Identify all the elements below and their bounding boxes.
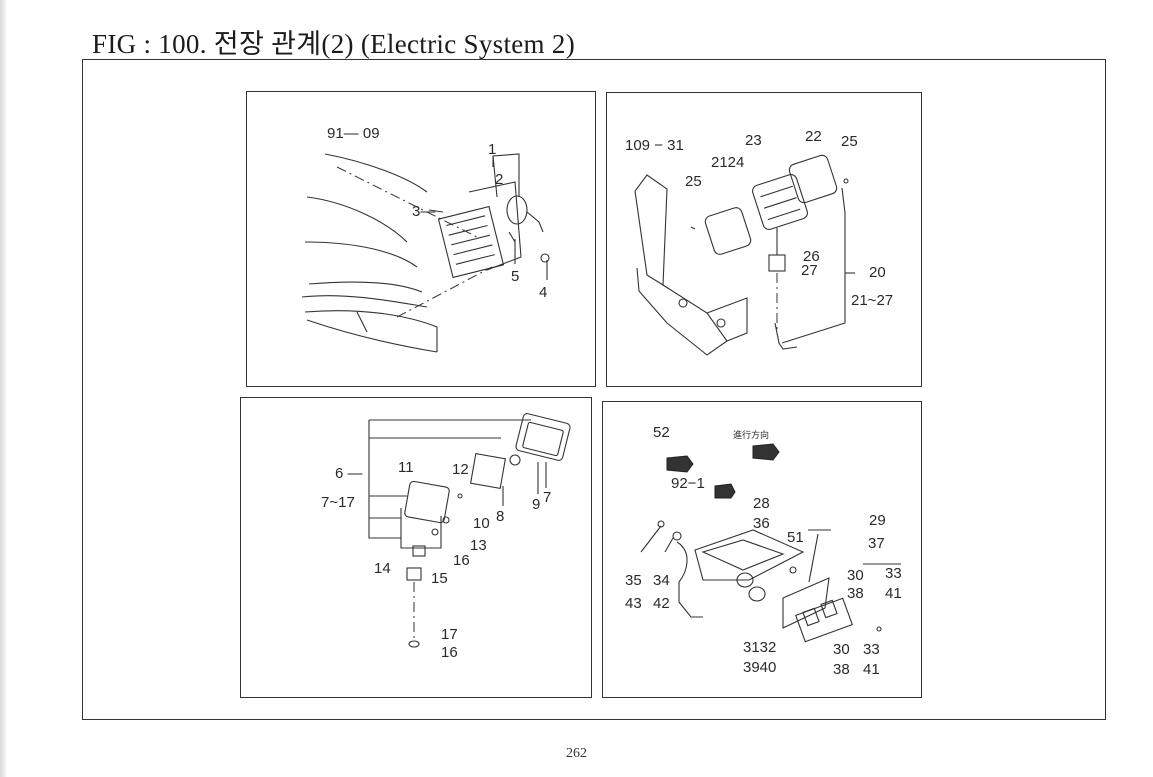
- part-label-33a: 33: [885, 565, 902, 582]
- part-label-3: 3—: [412, 203, 435, 220]
- part-label-33b: 33: [863, 641, 880, 658]
- scan-edge: [0, 0, 6, 777]
- part-label-41a: 41: [885, 585, 902, 602]
- part-label-10: 10: [473, 515, 490, 532]
- figure-frame: [82, 59, 1106, 720]
- part-label-25a: 25: [841, 133, 858, 150]
- panel-work-lamp: 109 − 31 23 22 25 2124 25 26 27 20 21~27: [606, 92, 922, 387]
- part-label-16a: 16: [453, 552, 470, 569]
- page-title: FIG : 100. 전장 관계(2) (Electric System 2): [92, 29, 575, 59]
- part-label-42: 42: [653, 595, 670, 612]
- ref-label-109-31: 109 − 31: [625, 137, 684, 154]
- part-label-8: 8: [496, 508, 504, 525]
- page-number: 262: [566, 746, 587, 761]
- panel-combination-lamp: 52 進行方向 92−1 28 36 29 51 37 30 33 38 41 …: [602, 401, 922, 698]
- part-label-37: 37: [868, 535, 885, 552]
- part-label-21-27: 21~27: [851, 292, 893, 309]
- part-label-7: 7: [543, 489, 551, 506]
- part-label-28: 28: [753, 495, 770, 512]
- part-label-35: 35: [625, 572, 642, 589]
- part-label-36: 36: [753, 515, 770, 532]
- part-label-2: 2: [495, 171, 503, 188]
- part-label-52: 52: [653, 424, 670, 441]
- part-label-30a: 30: [847, 567, 864, 584]
- part-label-13: 13: [470, 537, 487, 554]
- part-label-14: 14: [374, 560, 391, 577]
- part-label-41b: 41: [863, 661, 880, 678]
- part-label-25b: 25: [685, 173, 702, 190]
- part-label-6: 6 —: [335, 465, 363, 482]
- part-label-31-32: 3132: [743, 639, 776, 656]
- part-label-2124: 2124: [711, 154, 744, 171]
- part-label-29: 29: [869, 512, 886, 529]
- part-label-7-17: 7~17: [321, 494, 355, 511]
- part-label-9: 9: [532, 496, 540, 513]
- panel-room-lamp: 6 — 7~17 11 12 10 8 9 7 13 16 14 15 17 1…: [240, 397, 592, 698]
- part-label-27: 27: [801, 262, 818, 279]
- part-label-34: 34: [653, 572, 670, 589]
- part-label-23: 23: [745, 132, 762, 149]
- part-label-16b: 16: [441, 644, 458, 661]
- panel-headlamp: 91— 09 1 2 3— 5 4: [246, 91, 596, 387]
- part-label-51: 51: [787, 529, 804, 546]
- work-lamp-drawing: 109 − 31 23 22 25 2124 25 26 27 20 21~27: [625, 128, 893, 356]
- part-label-22: 22: [805, 128, 822, 145]
- part-label-1: 1: [488, 141, 496, 158]
- part-label-43: 43: [625, 595, 642, 612]
- part-label-15: 15: [431, 570, 448, 587]
- combination-lamp-drawing: 52 進行方向 92−1 28 36 29 51 37 30 33 38 41 …: [625, 424, 902, 678]
- part-label-4: 4: [539, 284, 547, 301]
- part-label-38a: 38: [847, 585, 864, 602]
- ref-label-91-09: 91— 09: [327, 125, 380, 142]
- direction-note: 進行方向: [733, 429, 769, 440]
- part-label-92-1: 92−1: [671, 475, 705, 492]
- part-label-39-40: 3940: [743, 659, 776, 676]
- part-label-20: 20: [869, 264, 886, 281]
- part-label-26: 26: [803, 248, 820, 265]
- part-label-38b: 38: [833, 661, 850, 678]
- part-label-17: 17: [441, 626, 458, 643]
- part-label-12: 12: [452, 461, 469, 478]
- part-label-5: 5: [511, 268, 519, 285]
- room-lamp-drawing: 6 — 7~17 11 12 10 8 9 7 13 16 14 15 17 1…: [321, 413, 571, 661]
- part-label-30b: 30: [833, 641, 850, 658]
- part-label-11: 11: [398, 459, 414, 476]
- headlamp-drawing: 91— 09 1 2 3— 5 4: [301, 125, 550, 353]
